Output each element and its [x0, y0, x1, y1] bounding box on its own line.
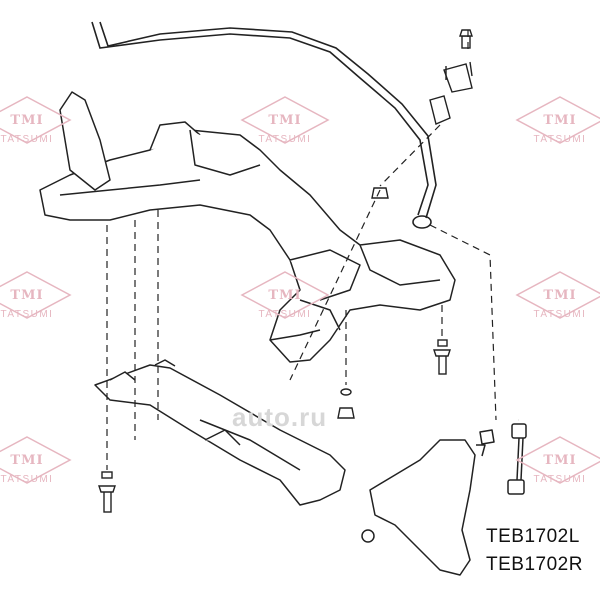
assembly-lines — [106, 30, 497, 470]
part-number-left: TEB1702L — [486, 526, 580, 547]
bolt-middle — [433, 339, 451, 375]
nut-middle — [337, 388, 355, 419]
bolt-left — [98, 471, 116, 513]
part-number-right: TEB1702R — [486, 554, 583, 575]
mounting-bolts — [98, 187, 451, 513]
watermark-tmi: TMI TATSUMI — [0, 270, 82, 320]
lower-crossmember — [94, 359, 346, 506]
stabilizer-bar — [91, 21, 437, 229]
watermark-tmi: TMI TATSUMI — [505, 435, 600, 485]
front-subframe — [39, 91, 456, 363]
lower-control-arm — [361, 429, 495, 576]
watermark-tmi: TMI TATSUMI — [505, 95, 600, 145]
watermark-tmi: TMI TATSUMI — [505, 270, 600, 320]
nut-top — [371, 187, 389, 199]
watermark-tmi: TMI TATSUMI — [230, 95, 340, 145]
background-watermark: auto.ru — [232, 402, 328, 432]
bracket-bolt — [459, 29, 473, 49]
watermark-tmi: TMI TATSUMI — [230, 270, 340, 320]
watermark-tmi: TMI TATSUMI — [0, 95, 82, 145]
stabilizer-link — [507, 423, 527, 495]
watermark-tmi: TMI TATSUMI — [0, 435, 82, 485]
stabilizer-bushing — [429, 61, 473, 125]
